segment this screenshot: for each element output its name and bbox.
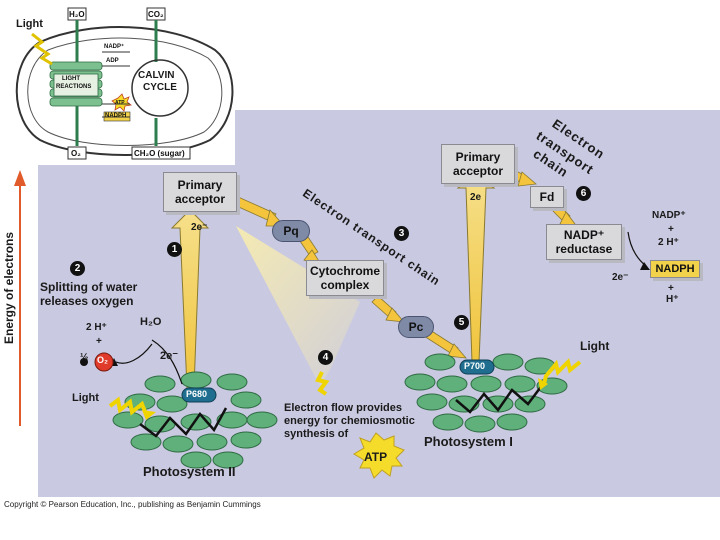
- water-electron-arrow: [151, 339, 183, 385]
- nadph-plus: +: [668, 283, 674, 294]
- step-1-badge: 1: [167, 242, 182, 257]
- water-electrons: 2e⁻: [160, 350, 179, 362]
- nadph-h-plus: H⁺: [666, 294, 679, 305]
- cytochrome-line1: Cytochrome: [309, 264, 380, 278]
- reductase-electrons: 2e⁻: [612, 272, 629, 283]
- inset-adp-label: ADP: [106, 58, 119, 64]
- thylakoid-stack: [49, 61, 103, 107]
- step-4-badge: 4: [318, 350, 333, 365]
- energy-axis-arrowhead: [14, 170, 26, 186]
- inset-o2-label: O₂: [71, 149, 81, 158]
- step-2-badge: 2: [70, 261, 85, 276]
- inset-co2-label: CO₂: [148, 10, 164, 19]
- ps2-light-label: Light: [72, 392, 99, 404]
- copyright-text: Copyright © Pearson Education, Inc., pub…: [4, 500, 261, 509]
- water-splitting-title-1: Splitting of water: [40, 280, 138, 294]
- inset-h2o-label: H₂O: [69, 10, 85, 19]
- energy-axis-label: Energy of electrons: [2, 231, 16, 344]
- ps1-light-label: Light: [580, 339, 610, 353]
- chloroplast-inset: [0, 0, 235, 165]
- water-o2: O₂: [97, 355, 108, 365]
- ps2-excitation-beam: [170, 209, 210, 389]
- inset-nadph-label: NADPH: [105, 113, 127, 119]
- ps1-light-bolt: [542, 358, 582, 385]
- reductase-line1: NADP⁺: [563, 228, 605, 242]
- atp-light-bolt: [315, 371, 330, 396]
- inset-light-label: Light: [16, 18, 43, 30]
- reductase-nadp-plus: NADP⁺: [652, 210, 686, 221]
- water-plus: +: [96, 336, 102, 347]
- p700-label: P700: [464, 361, 486, 371]
- photosystem-1-label: Photosystem I: [424, 434, 513, 449]
- pq-carrier: Pq: [272, 220, 310, 242]
- photosystem-1-cluster: [404, 353, 568, 433]
- inset-calvin-2: CYCLE: [143, 82, 177, 93]
- reductase-line2: reductase: [555, 242, 613, 256]
- ps2-light-bolt: [108, 396, 148, 416]
- ps1-primary-acceptor-line2: acceptor: [452, 164, 504, 178]
- water-h-plus: 2 H⁺: [86, 322, 107, 333]
- nadp-reductase-box: NADP⁺ reductase: [546, 224, 622, 260]
- ps1-primary-acceptor-box: Primary acceptor: [441, 144, 515, 184]
- p680-label: P680: [186, 389, 208, 399]
- photosystem-2-label: Photosystem II: [143, 464, 236, 479]
- nadph-box: NADPH: [650, 260, 700, 278]
- reductase-2h-plus: 2 H⁺: [658, 237, 679, 248]
- chloroplast-outline: [15, 26, 234, 156]
- ps2-electrons-label: 2e⁻: [191, 222, 208, 233]
- ps1-energy-zigzag: [455, 379, 547, 414]
- water-h2o: H₂O: [140, 316, 162, 328]
- water-splitting-title-2: releases oxygen: [40, 294, 134, 308]
- oxygen-release-arrow: [115, 343, 153, 364]
- fd-box: Fd: [530, 186, 564, 208]
- ps1-primary-acceptor-line1: Primary: [455, 150, 501, 164]
- step-3-badge: 3: [394, 226, 409, 241]
- inset-nadp-label: NADP⁺: [104, 44, 125, 50]
- photosystem-2-cluster: [112, 371, 278, 469]
- oxygen-molecule: [94, 352, 114, 372]
- calvin-cycle-circle: [131, 59, 189, 117]
- inset-light-reactions-2: REACTIONS: [56, 84, 92, 90]
- reductase-plus-1: +: [668, 224, 674, 235]
- atp-label: ATP: [364, 450, 388, 464]
- atp-burst: [353, 432, 405, 479]
- pc-carrier: Pc: [398, 316, 434, 338]
- inset-light-bolt: [31, 32, 53, 66]
- step-6-badge: 6: [576, 186, 591, 201]
- ps1-electrons-label: 2e: [470, 192, 482, 203]
- inset-light-reactions-1: LIGHT: [62, 76, 80, 82]
- atp-note-line3: synthesis of: [284, 428, 349, 440]
- ps2-primary-acceptor-line2: acceptor: [174, 192, 226, 206]
- cytochrome-complex-box: Cytochrome complex: [306, 260, 384, 296]
- cytochrome-line2: complex: [320, 278, 370, 292]
- ps2-energy-zigzag: [139, 407, 228, 438]
- inset-atp-label: ATP: [115, 100, 125, 106]
- ps2-primary-acceptor-line1: Primary: [177, 178, 223, 192]
- ps2-primary-acceptor-box: Primary acceptor: [163, 172, 237, 212]
- inset-calvin-1: CALVIN: [138, 70, 175, 81]
- atp-note-line2: energy for chemiosmotic: [284, 415, 415, 427]
- water-half: ½: [80, 352, 89, 363]
- atp-note-line1: Electron flow provides: [284, 402, 402, 414]
- atp-energy-funnel: [236, 226, 360, 386]
- inset-sugar-label: CH₂O (sugar): [134, 149, 185, 158]
- step-5-badge: 5: [454, 315, 469, 330]
